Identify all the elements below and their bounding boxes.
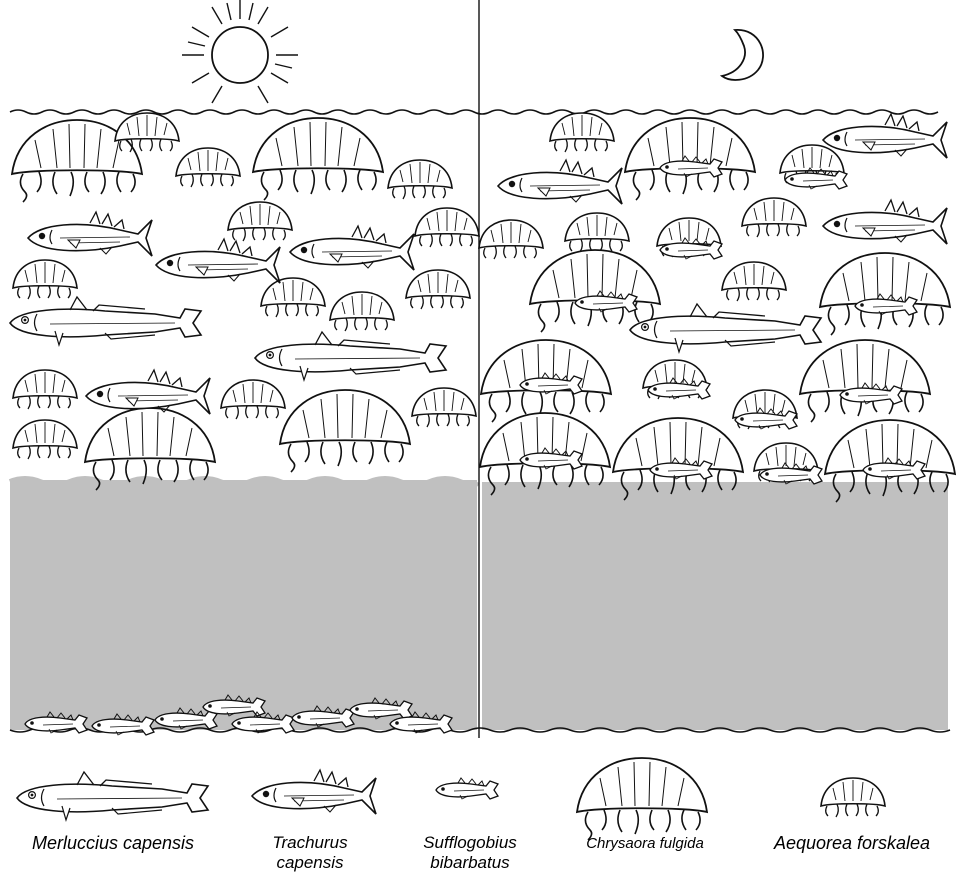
legend-label-hake: Merluccius capensis xyxy=(8,833,218,854)
legend-label-big-jelly: Chrysaora fulgida xyxy=(560,835,730,852)
deep-water-left xyxy=(10,480,477,730)
legend-label-mackerel: Trachurus capensis xyxy=(250,833,370,872)
legend-label-small-jelly: Aequorea forskalea xyxy=(752,833,952,854)
legend-label-goby: Sufflogobius bibarbatus xyxy=(395,833,545,872)
deep-water-right xyxy=(482,482,948,730)
